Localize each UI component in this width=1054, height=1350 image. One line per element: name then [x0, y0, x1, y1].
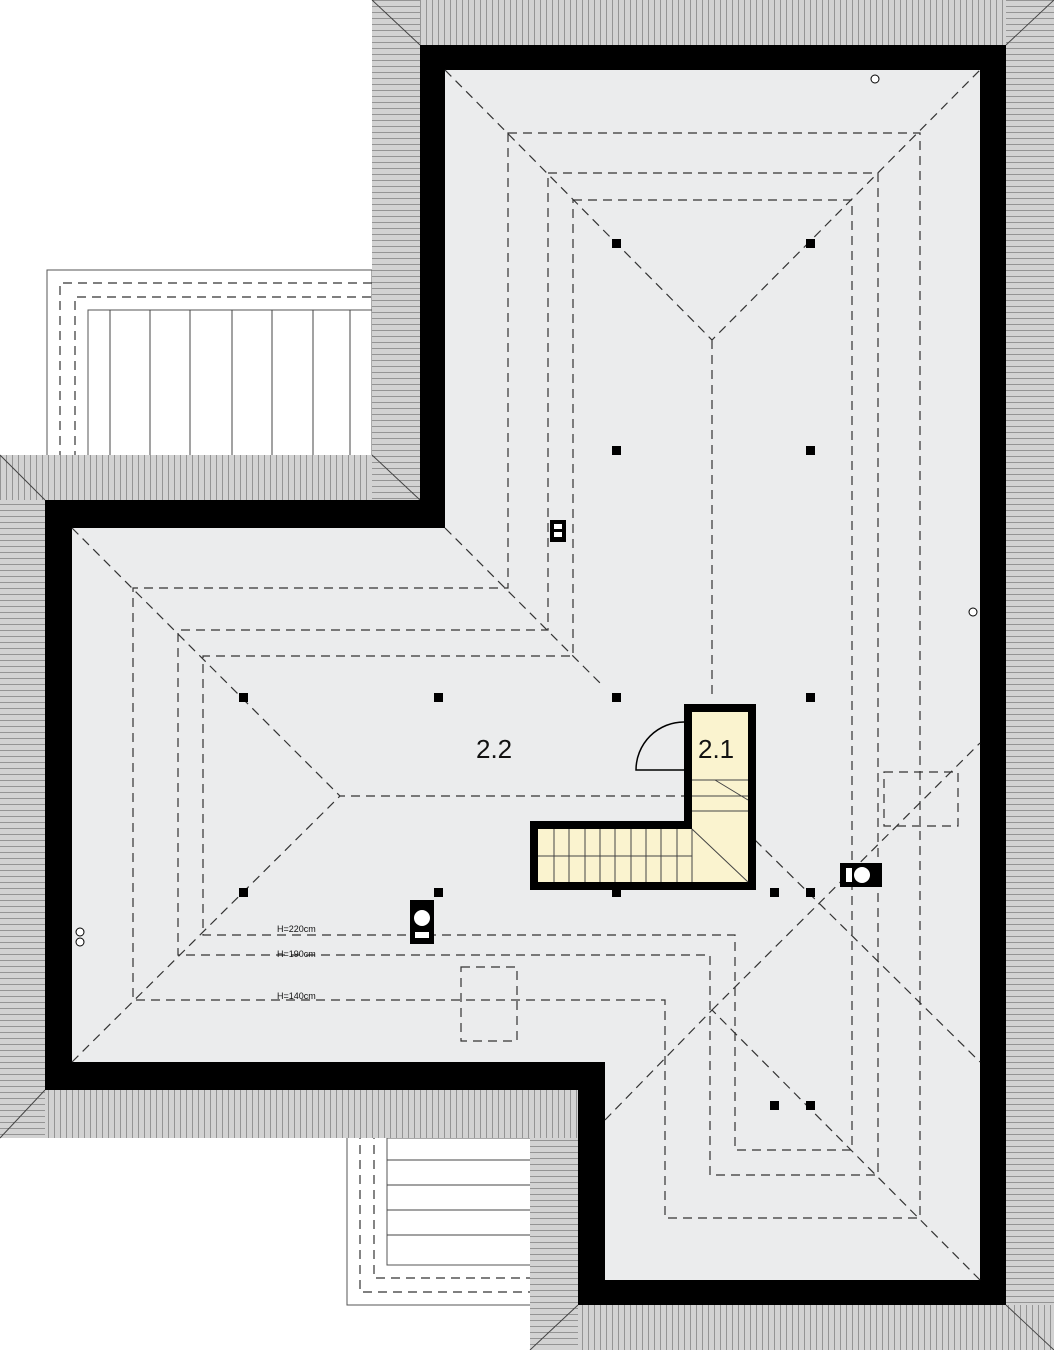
- terrace-top-left: [46, 269, 373, 461]
- height-label-220: H=220cm: [277, 924, 316, 934]
- height-label-190: H=190cm: [277, 949, 316, 959]
- terrace-bottom: [346, 1129, 533, 1306]
- chimney-vents: [75, 74, 978, 947]
- skylight: [460, 966, 518, 1042]
- roof-structure-lines: [71, 69, 981, 1281]
- room-label-2-2: 2.2: [476, 734, 512, 764]
- door-swing[interactable]: [635, 721, 685, 771]
- stairwell-room-2-1: [530, 704, 756, 890]
- attic-floor: [72, 70, 980, 1280]
- posts: [239, 239, 815, 1110]
- height-label-140: H=140cm: [277, 991, 316, 1001]
- skylight: [883, 771, 959, 827]
- room-label-2-1: 2.1: [698, 734, 734, 764]
